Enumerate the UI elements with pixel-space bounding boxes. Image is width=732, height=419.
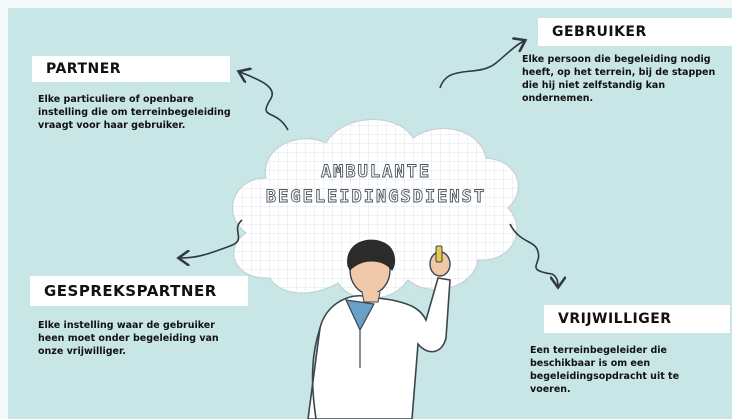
label-gesprekspartner: GESPREKSPARTNER <box>30 276 248 306</box>
label-vrijwilliger-text: VRIJWILLIGER <box>558 311 672 327</box>
desc-gebruiker-line: heeft, op het terrein, bij de stappen <box>522 67 716 78</box>
arrow-to-gesprekspartner <box>180 219 243 258</box>
arrow-to-gebruiker <box>439 41 524 89</box>
desc-gesprekspartner-line: onze vrijwilliger. <box>38 346 126 357</box>
label-gebruiker-text: GEBRUIKER <box>552 24 647 40</box>
label-partner-text: PARTNER <box>46 61 122 77</box>
arrow-to-vrijwilliger <box>509 223 558 286</box>
desc-vrijwilliger-line: beschikbaar is om een <box>530 358 651 369</box>
desc-partner: Elke particuliere of openbare instelling… <box>38 93 258 132</box>
cloud-title-line1: AMBULANTE <box>321 162 431 182</box>
desc-gebruiker: Elke persoon die begeleiding nodig heeft… <box>522 53 732 105</box>
desc-vrijwilliger-line: voeren. <box>530 384 571 395</box>
desc-partner-line: vraagt voor haar gebruiker. <box>38 120 186 131</box>
desc-partner-line: Elke particuliere of openbare <box>38 94 194 105</box>
desc-gebruiker-line: die hij niet zelfstandig kan <box>522 80 666 91</box>
desc-vrijwilliger-line: begeleidingsopdracht uit te <box>530 371 680 382</box>
cloud-title-line2: BEGELEIDINGSDIENST <box>266 187 486 207</box>
cloud <box>231 118 519 300</box>
label-vrijwilliger: VRIJWILLIGER <box>544 305 730 333</box>
desc-gesprekspartner-line: Elke instelling waar de gebruiker <box>38 320 215 331</box>
desc-partner-line: instelling die om terreinbegeleiding <box>38 107 231 118</box>
desc-gesprekspartner-line: heen moet onder begeleiding van <box>38 333 219 344</box>
desc-vrijwilliger: Een terreinbegeleider die beschikbaar is… <box>530 344 720 396</box>
diagram-artwork: AMBULANTE BEGELEIDINGSDIENST <box>8 8 732 419</box>
label-partner: PARTNER <box>32 56 230 82</box>
person-illustration <box>307 239 451 419</box>
desc-gebruiker-line: ondernemen. <box>522 93 594 104</box>
label-gebruiker: GEBRUIKER <box>538 18 732 46</box>
arrow-to-partner <box>240 72 289 131</box>
desc-gesprekspartner: Elke instelling waar de gebruiker heen m… <box>38 319 268 358</box>
label-gesprekspartner-text: GESPREKSPARTNER <box>44 282 217 300</box>
desc-vrijwilliger-line: Een terreinbegeleider die <box>530 345 667 356</box>
diagram-panel: AMBULANTE BEGELEIDINGSDIENST <box>8 8 732 419</box>
desc-gebruiker-line: Elke persoon die begeleiding nodig <box>522 54 711 65</box>
